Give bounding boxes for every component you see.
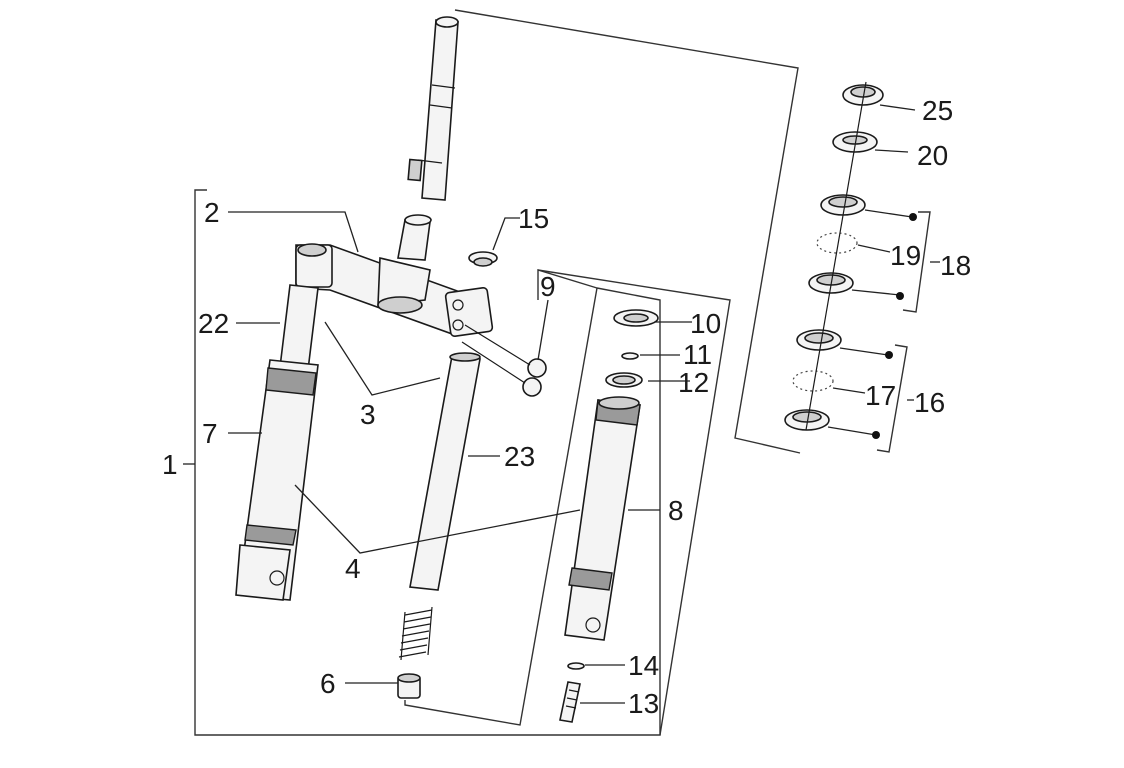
damper-tube [409,352,481,591]
label-23: 23 [504,441,535,472]
screws-and-cap [461,251,547,397]
leader-lines [183,104,940,704]
label-1: 1 [162,449,178,480]
frame-right-leg-box [537,269,731,736]
bullet-dots [872,213,917,439]
triple-clamp [295,243,494,337]
label-2: 2 [204,197,220,228]
label-20: 20 [917,140,948,171]
frame-steering-bearing [454,9,801,454]
label-19: 19 [890,240,921,271]
label-13: 13 [628,688,659,719]
label-18: 18 [940,250,971,281]
left-fork-leg [235,284,319,601]
label-8: 8 [668,495,684,526]
label-9: 9 [540,271,556,302]
bracket-18 [902,211,931,313]
label-11: 11 [683,339,712,370]
frame-assembly-1 [194,189,661,736]
part-labels: 1 2 3 4 6 7 8 9 10 11 12 13 14 15 16 17 … [162,95,971,719]
label-4: 4 [345,553,361,584]
label-22: 22 [198,308,229,339]
label-15: 15 [518,203,549,234]
headset-bearings [784,81,884,431]
bracket-16 [876,344,908,453]
label-17: 17 [865,380,896,411]
label-12: 12 [678,367,709,398]
bushing-6 [397,673,421,699]
right-fork-leg [564,396,641,641]
label-3: 3 [360,399,376,430]
frame-spring-group [404,287,598,726]
label-16: 16 [914,387,945,418]
label-10: 10 [690,308,721,339]
label-6: 6 [320,668,336,699]
assembly-frames [194,9,931,736]
label-7: 7 [202,418,218,449]
steering-stem [397,16,459,261]
spring [398,606,433,661]
right-leg-small-parts [559,309,659,723]
label-25: 25 [922,95,953,126]
label-14: 14 [628,650,659,681]
